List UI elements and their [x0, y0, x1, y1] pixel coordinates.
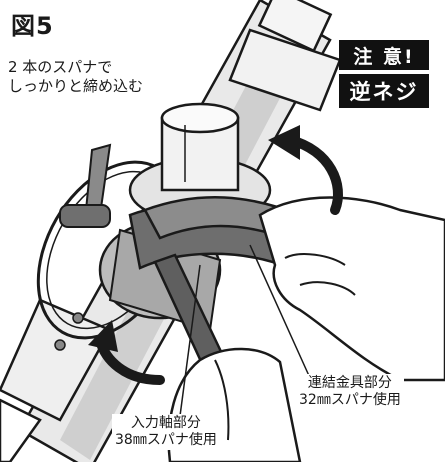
instruction-line-2: しっかりと締め込む: [8, 77, 144, 95]
callout-shaft-part: 入力軸部分: [130, 415, 201, 431]
callout-coupler: 連結金具部分 32㎜スパナ使用: [296, 374, 404, 410]
callout-input-shaft: 入力軸部分 38㎜スパナ使用: [112, 414, 220, 450]
callout-coupler-wrench: 32㎜スパナ使用: [299, 392, 401, 408]
reverse-thread-badge: 逆ネジ: [339, 74, 429, 108]
lock-lever: [59, 143, 112, 228]
callout-shaft-wrench: 38㎜スパナ使用: [115, 432, 217, 448]
warning-badge: 注 意!: [339, 40, 429, 70]
rotation-arrow-counterclockwise-icon: [88, 320, 165, 385]
lower-fork: [0, 298, 112, 462]
callout-coupler-part: 連結金具部分: [307, 375, 392, 391]
callout-leader-coupler: [249, 244, 311, 379]
figure-label: 図5: [7, 6, 58, 41]
instruction-line-1: 2 本のスパナで: [8, 58, 113, 76]
instruction-text: 2 本のスパナで しっかりと締め込む: [5, 58, 147, 96]
rotation-arrow-clockwise-icon: [268, 125, 343, 215]
callout-leader-shaft: [179, 264, 201, 417]
right-hand: [258, 196, 445, 382]
